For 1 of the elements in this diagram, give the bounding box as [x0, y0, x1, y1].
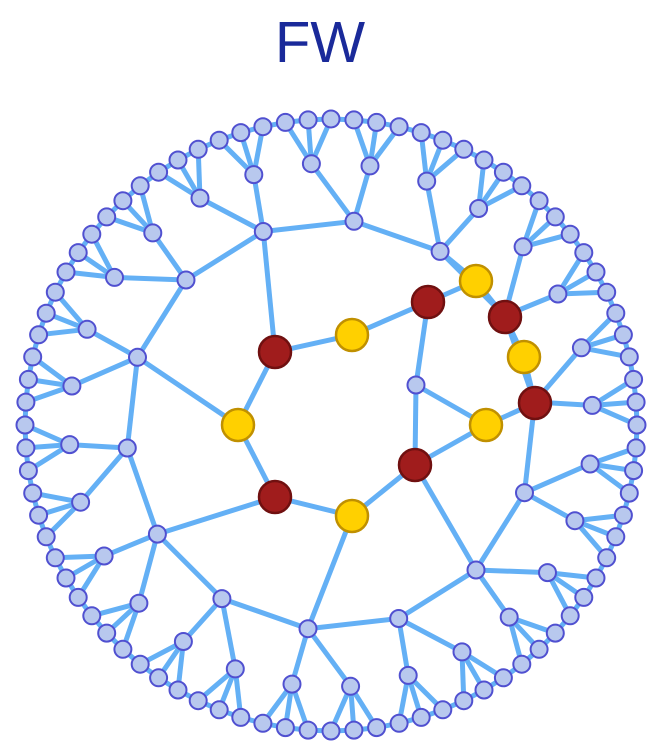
title: FW — [280, 22, 365, 62]
